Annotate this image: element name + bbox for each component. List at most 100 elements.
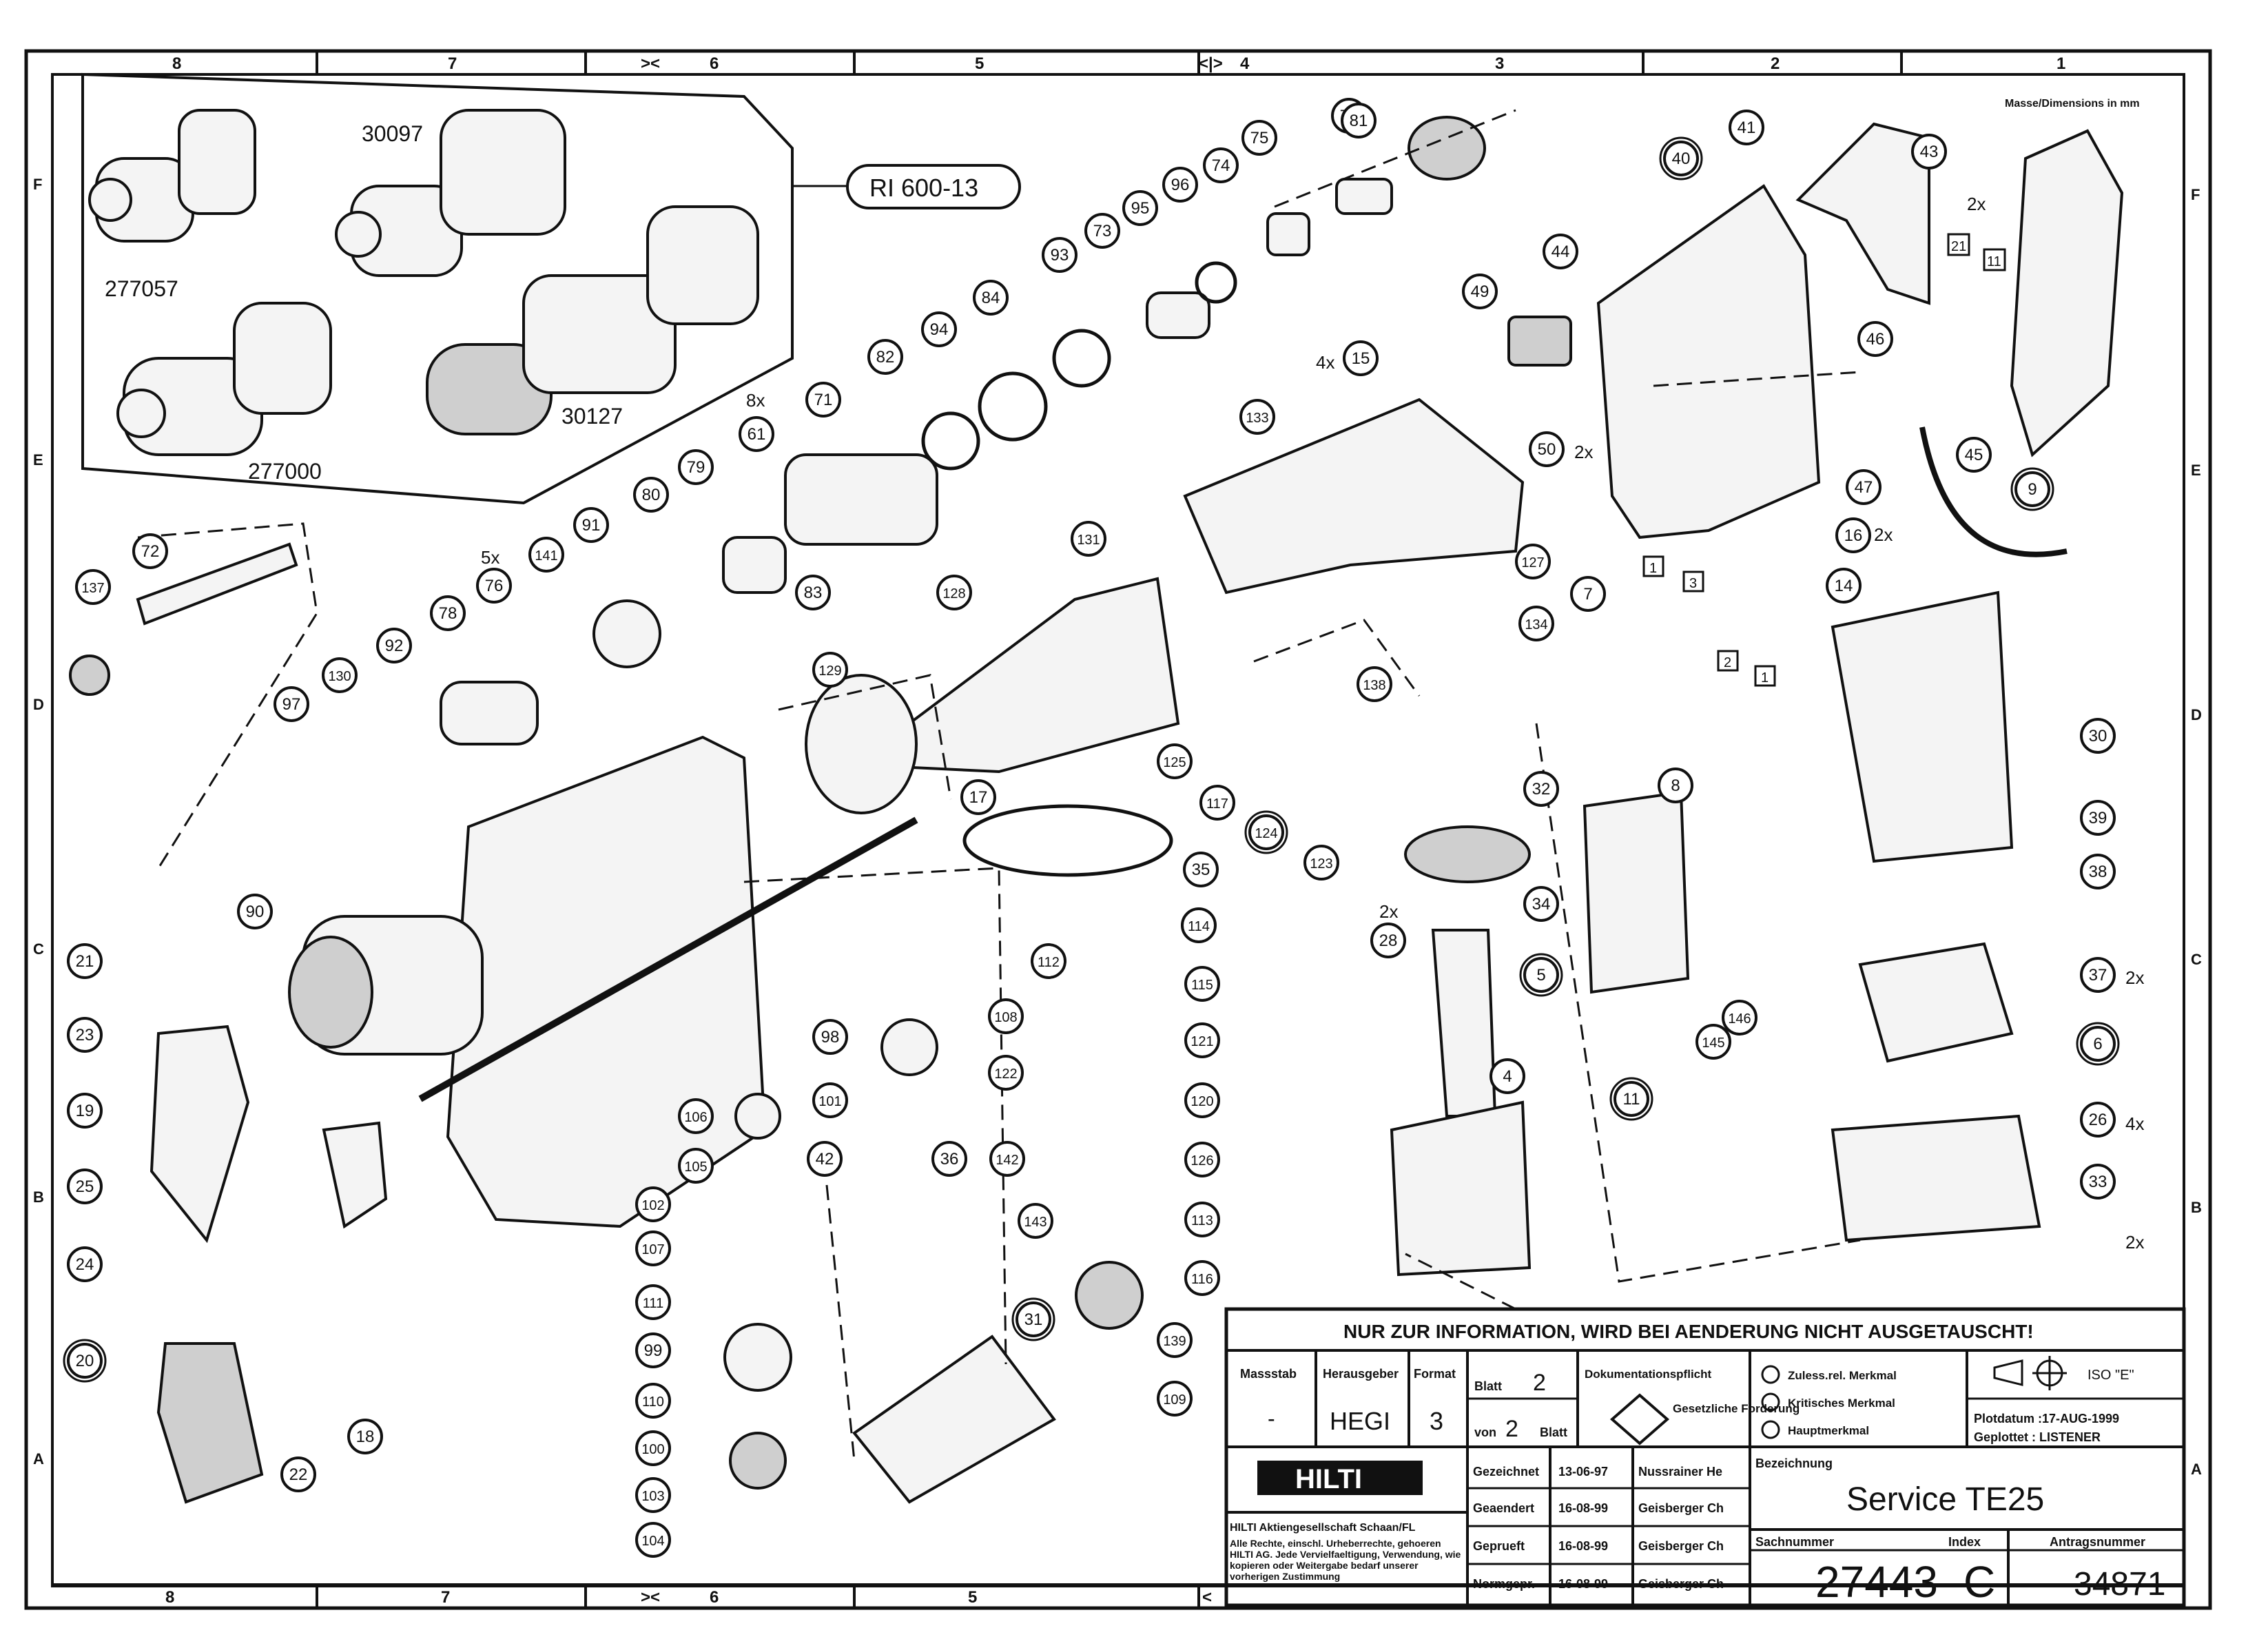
callout-number: 80: [642, 486, 661, 504]
callout-circle: [1084, 213, 1120, 249]
callout-circle: [1241, 120, 1277, 156]
callout-number: 104: [641, 1534, 664, 1549]
callout-circle: [1529, 431, 1565, 467]
callout-73: 73: [1084, 213, 1120, 249]
callout-circle: [1184, 1260, 1220, 1296]
callout-120: 120: [1184, 1082, 1220, 1118]
callout-number: 14: [1835, 577, 1853, 595]
dimensions-note: Masse/Dimensions in mm: [2005, 98, 2140, 110]
callout-9: 9: [2010, 467, 2054, 511]
stator-4: [1390, 1100, 1532, 1277]
callout-122: 122: [988, 1055, 1024, 1091]
variant-chuck-box: RI 600-13 30097 277057 30127 277000: [81, 72, 1021, 505]
callout-circle: [1729, 110, 1764, 145]
callout-circle: [635, 1186, 671, 1222]
chuck-30097: [335, 109, 566, 277]
shroud-11: [1583, 790, 1690, 994]
intermediate-housing-128: [850, 577, 1180, 774]
callout-number: 105: [684, 1160, 707, 1175]
callout-number: 45: [1965, 446, 1983, 464]
format-header: Format: [1414, 1367, 1456, 1381]
merk3-circle: [1761, 1420, 1780, 1439]
row-gezeichnet-name: Nussrainer He: [1638, 1465, 1722, 1479]
doku-diamond: [1609, 1393, 1670, 1445]
callout-93: 93: [1042, 237, 1078, 273]
callout-90: 90: [237, 894, 273, 929]
callout-92: 92: [376, 628, 412, 663]
callout-134: 134: [1518, 606, 1554, 641]
callout-circle: [678, 1098, 714, 1134]
callout-38: 38: [2080, 854, 2116, 889]
callout-circle: [931, 1141, 967, 1177]
bearing-91: [592, 599, 661, 668]
callout-5: 5: [1519, 953, 1563, 997]
rights-note-wrap: Alle Rechte, einschl. Urheberrechte, geh…: [1230, 1538, 1461, 1582]
doku-value: Gesetzliche Forderung: [1673, 1402, 1800, 1415]
callout-17: 17: [960, 779, 996, 815]
callout-circle: [1570, 576, 1606, 612]
callout-circle: [1523, 886, 1559, 922]
callout-33: 33: [2080, 1164, 2116, 1200]
callout-71: 71: [805, 382, 841, 418]
armature-5: [1431, 929, 1497, 1118]
ring-96: [1195, 261, 1237, 304]
side-row-letters: F E D C B A F E D C B A: [33, 176, 2202, 1478]
massstab-header: Massstab: [1240, 1367, 1297, 1381]
callout-number: 112: [1038, 955, 1060, 970]
callout-circle: [921, 311, 957, 347]
notice-text: NUR ZUR INFORMATION, WIRD BEI AENDERUNG …: [1343, 1321, 2034, 1342]
callout-19: 19: [67, 1093, 103, 1129]
callout-number: 43: [1920, 143, 1939, 161]
assembly-lines: [137, 109, 1861, 1461]
bezeichnung-value: Service TE25: [1846, 1481, 2044, 1518]
callout-number: 103: [641, 1489, 664, 1504]
callout-61: 61: [739, 416, 774, 452]
callout-number: 111: [643, 1296, 663, 1311]
drill-bit-rod: [418, 816, 918, 1102]
callout-number: 73: [1093, 222, 1112, 240]
callout-number: 83: [804, 584, 823, 602]
qty-50-top: 2x: [1967, 194, 1986, 214]
callout-15: 15: [1343, 340, 1379, 376]
callout-39: 39: [2080, 800, 2116, 836]
hilti-logo-box: [1257, 1461, 1423, 1495]
wire-tag-3: 3: [1689, 576, 1697, 591]
callout-circle: [1157, 1322, 1193, 1358]
callout-circle: [67, 1017, 103, 1053]
chuck-label-30127: 30127: [561, 404, 623, 429]
callout-84: 84: [973, 280, 1009, 316]
callout-circle: [1248, 814, 1284, 850]
callout-number: 28: [1379, 931, 1398, 950]
callout-circle: [1183, 852, 1219, 887]
callout-circle: [1523, 957, 1559, 993]
row-right-F: F: [2191, 186, 2200, 203]
callout-circle: [1370, 923, 1406, 958]
callout-131: 131: [1071, 521, 1106, 557]
switch-44: [1507, 316, 1572, 367]
callout-25: 25: [67, 1168, 103, 1204]
callout-121: 121: [1184, 1022, 1220, 1058]
callout-circle: [67, 1246, 103, 1282]
callout-circle: [973, 280, 1009, 316]
callout-number: 9: [2028, 480, 2037, 499]
part-74: [1266, 212, 1310, 256]
callout-133: 133: [1239, 399, 1275, 435]
callout-circle: [75, 569, 111, 605]
callout-circle: [1663, 141, 1699, 176]
zone-top-2: 2: [1771, 54, 1780, 73]
spring-94: [978, 371, 1048, 442]
callout-113: 113: [1184, 1202, 1220, 1237]
callout-number: 32: [1532, 780, 1551, 799]
gear-100: [729, 1432, 787, 1490]
callout-109: 109: [1157, 1381, 1193, 1417]
wire-tag-11: 11: [1987, 254, 2001, 269]
callout-number: 38: [2089, 863, 2107, 881]
callout-circle: [1157, 743, 1193, 779]
callout-7: 7: [1570, 576, 1606, 612]
callout-number: 102: [641, 1198, 664, 1213]
callout-99: 99: [635, 1332, 671, 1368]
callout-37: 37: [2080, 957, 2116, 993]
callout-circle: [812, 1082, 848, 1118]
callout-79: 79: [678, 449, 714, 485]
callout-142: 142: [989, 1141, 1025, 1177]
